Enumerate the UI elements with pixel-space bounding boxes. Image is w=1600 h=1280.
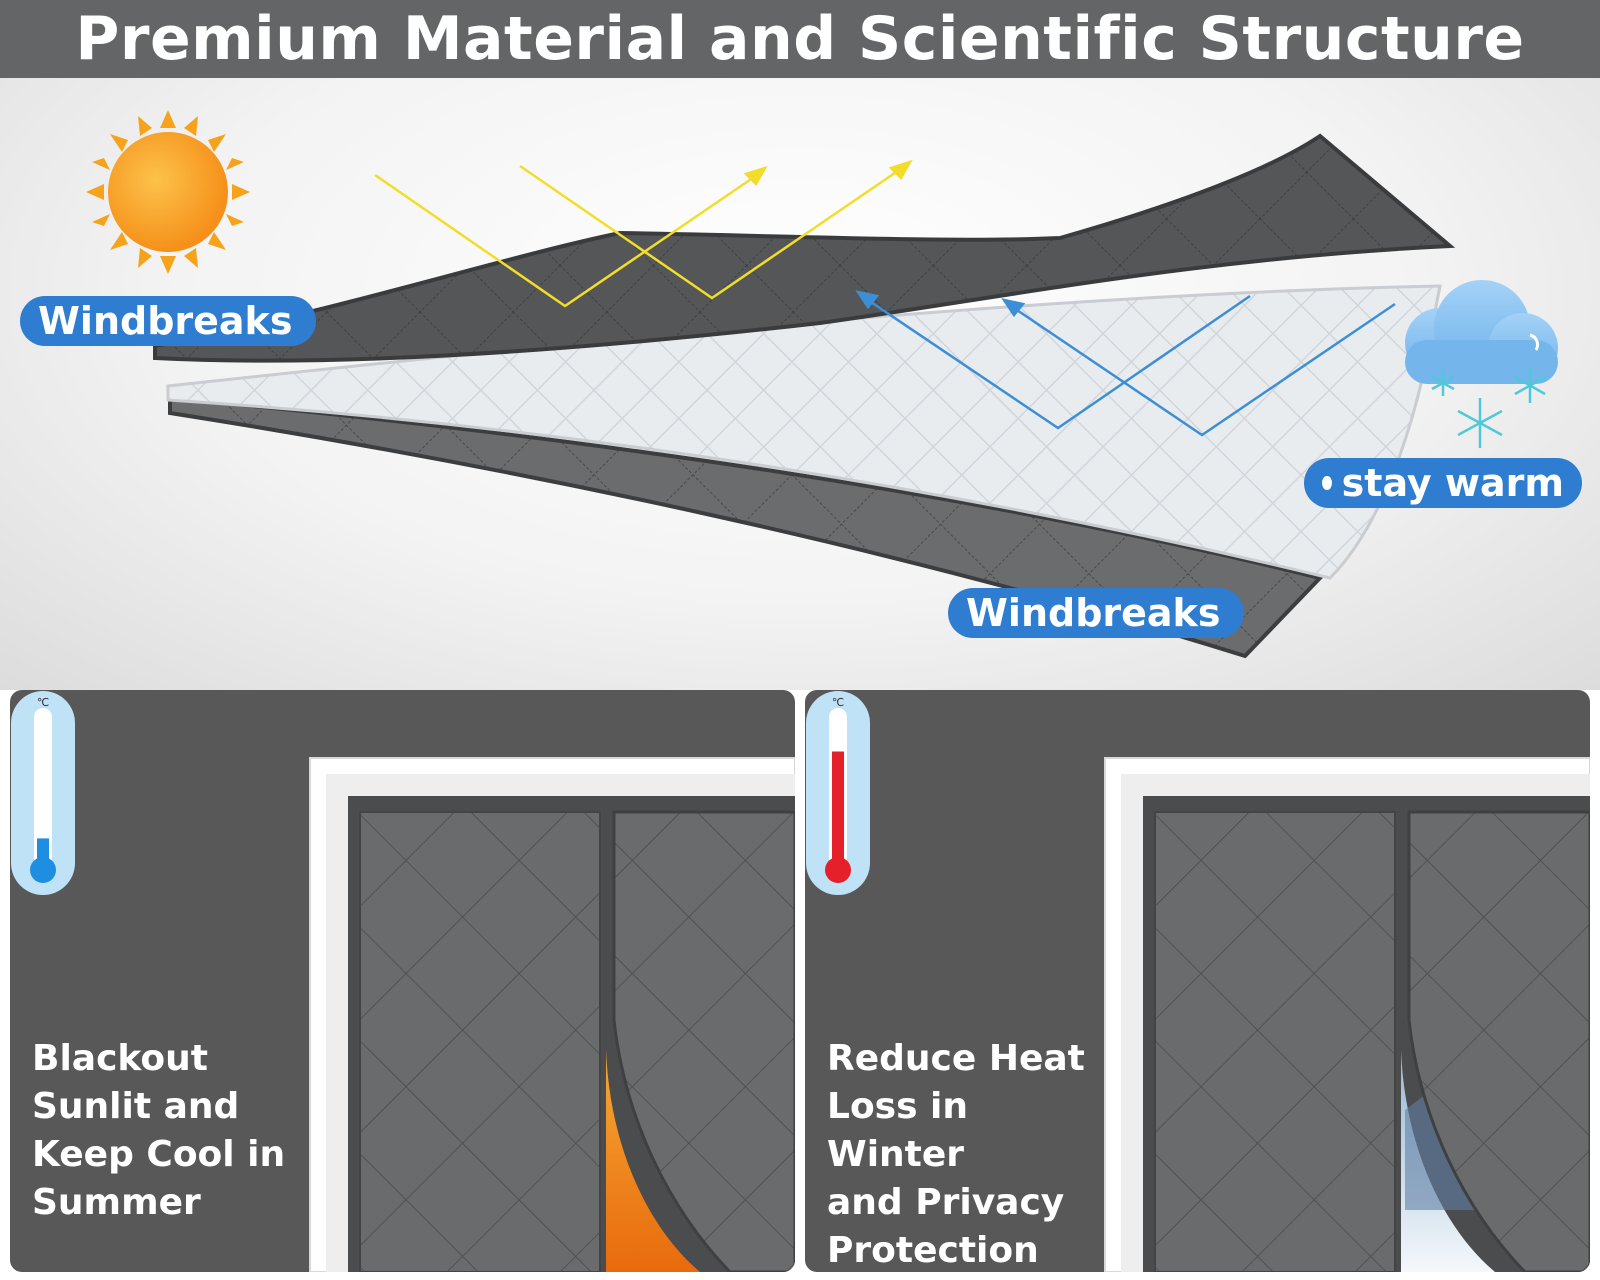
cold-reflection-rays (855, 290, 1396, 437)
thermometer-icon: ℃ (11, 691, 75, 895)
stay-warm-label: stay warm (1304, 458, 1582, 508)
windbreaks-label-bottom: Windbreaks (948, 588, 1244, 638)
layer-diagram-graphic (86, 110, 1558, 659)
page-title: Premium Material and Scientific Structur… (75, 4, 1525, 74)
windbreaks-label-top: Windbreaks (20, 296, 316, 346)
cloud-snow-icon (1405, 280, 1558, 448)
thermometer-icon: ℃ (806, 691, 870, 895)
top-fabric-layer (153, 133, 1456, 363)
svg-text:℃: ℃ (37, 696, 49, 709)
winter-benefit-text: Reduce Heat Loss in Winter and Privacy P… (827, 1038, 1085, 1271)
bullet-dot (1322, 476, 1332, 490)
svg-text:℃: ℃ (832, 696, 844, 709)
door-curtain-summer (309, 757, 795, 1272)
winter-panel: ℃ Reduce Heat Loss in Winter and Privacy… (805, 690, 1590, 1272)
summer-panel: ℃ Blackout Sunlit and Keep Cool in Summe… (10, 690, 795, 1272)
sun-icon (86, 110, 250, 274)
layer-diagram: Windbreaks stay warm Windbreaks (0, 78, 1600, 690)
title-bar: Premium Material and Scientific Structur… (0, 0, 1600, 78)
summer-benefit-text: Blackout Sunlit and Keep Cool in Summer (32, 1038, 286, 1223)
sun-reflection-rays (374, 159, 913, 308)
door-curtain-winter (1104, 757, 1590, 1272)
